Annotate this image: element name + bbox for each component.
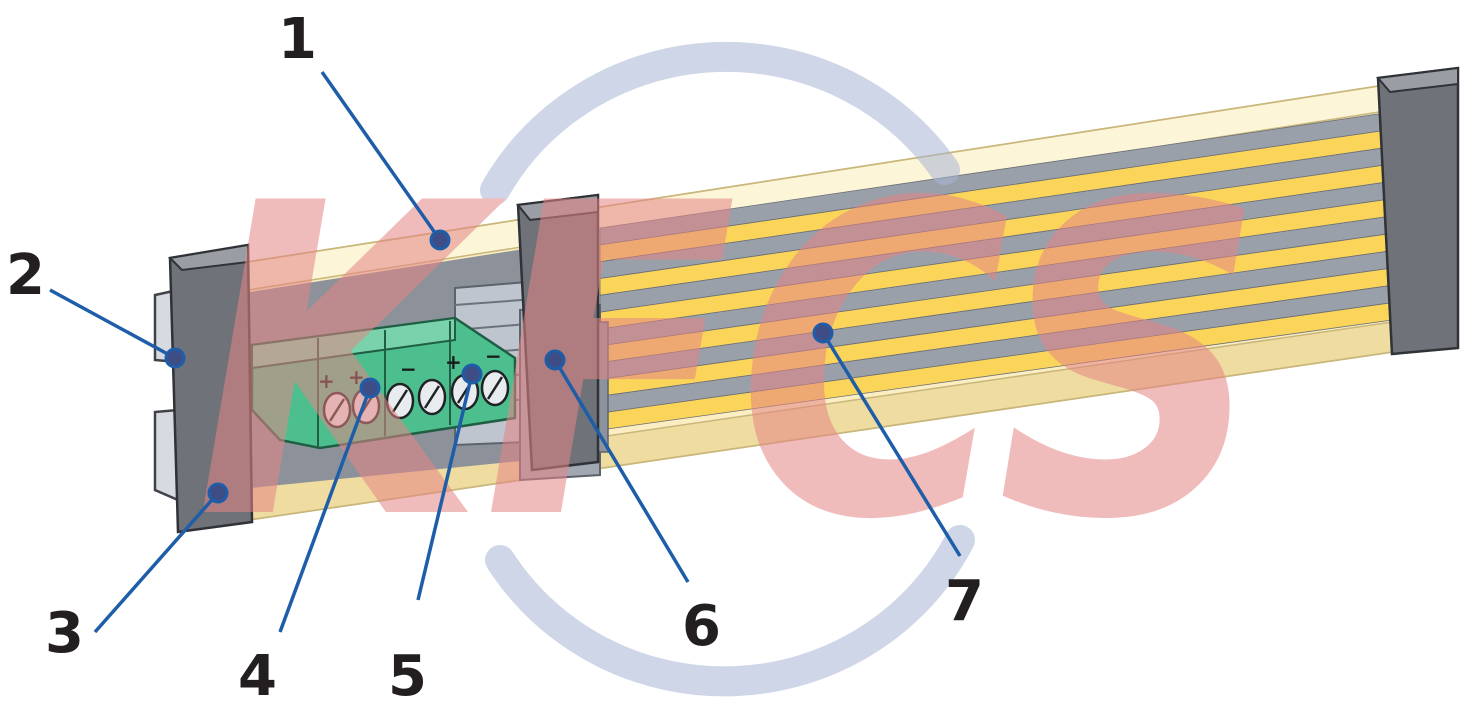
leader-line-1 — [320, 70, 442, 242]
end-cap-right — [1376, 66, 1460, 356]
leader-line-6 — [553, 359, 690, 583]
callout-number-3: 3 — [45, 601, 84, 666]
watermark-arc-icon — [485, 525, 975, 697]
terminal-sign: − — [400, 357, 417, 381]
terminal-signs: + + − + − — [318, 344, 502, 393]
callout-dot-1 — [429, 229, 451, 251]
terminal-block — [250, 316, 517, 450]
screw-slot — [486, 376, 504, 400]
watermark-text: KFCS — [195, 114, 1265, 614]
watermark-logo: KFCS — [195, 41, 1265, 697]
end-cap-left — [167, 243, 254, 534]
terminal-sign: + — [348, 365, 365, 389]
callout-dot-7 — [812, 322, 834, 344]
callout-labels: 1 2 3 4 5 6 7 — [6, 7, 984, 708]
callout-dot-5 — [461, 363, 483, 385]
terminal-sign: + — [318, 369, 335, 393]
screw-slot — [423, 385, 441, 409]
callout-number-4: 4 — [238, 644, 277, 708]
terminal-sign: − — [485, 344, 502, 368]
callout-dot-2 — [164, 347, 186, 369]
leader-line-7 — [821, 332, 962, 557]
leader-line-2 — [49, 288, 176, 360]
watermark-arc-icon — [480, 41, 960, 205]
leader-line-5 — [416, 373, 474, 601]
screw-slot — [391, 389, 409, 413]
conductor-strips — [599, 111, 1393, 431]
callout-number-6: 6 — [682, 594, 721, 659]
leader-lines — [49, 70, 962, 634]
screw-slot — [328, 398, 346, 422]
callout-dot-3 — [207, 482, 229, 504]
terminal-screws — [322, 369, 510, 429]
leader-line-4 — [278, 387, 372, 633]
callout-number-2: 2 — [6, 243, 45, 308]
terminal-sign: + — [445, 350, 462, 374]
callout-dot-4 — [359, 377, 381, 399]
leader-line-3 — [93, 491, 220, 634]
callout-number-5: 5 — [388, 644, 427, 708]
callout-number-1: 1 — [278, 7, 317, 72]
callout-number-7: 7 — [945, 569, 984, 634]
callout-dots — [164, 229, 834, 504]
callout-dot-6 — [544, 349, 566, 371]
